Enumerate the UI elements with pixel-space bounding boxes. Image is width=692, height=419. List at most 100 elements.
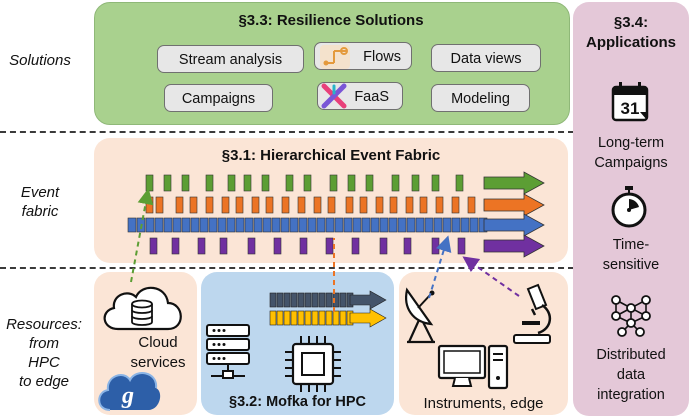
event-block (442, 217, 452, 233)
separator-bottom (0, 267, 574, 269)
satellite-dish-icon (405, 287, 435, 344)
chip-campaigns[interactable]: Campaigns (164, 84, 273, 112)
event-block (205, 196, 214, 214)
server-rack-icon (206, 324, 250, 379)
event-block (261, 174, 270, 192)
chip-data-views[interactable]: Data views (431, 44, 541, 72)
event-block (405, 196, 414, 214)
event-block (435, 196, 444, 214)
event-block (451, 196, 460, 214)
event-block (469, 217, 479, 233)
stream-arrow (483, 234, 545, 258)
event-block (145, 217, 155, 233)
row-label-resources: Resources: from HPC to edge (6, 316, 82, 390)
calendar-day: 31 (621, 99, 640, 118)
event-block (221, 196, 230, 214)
applications-title: §3.4: Applications (585, 14, 676, 51)
event-block (219, 237, 228, 255)
event-block (329, 174, 338, 192)
event-block (431, 174, 440, 192)
event-block (155, 196, 164, 214)
event-block (298, 217, 308, 233)
calendar-icon: 31 (611, 82, 649, 122)
mofka-event-block (339, 310, 347, 326)
event-block (199, 217, 209, 233)
chip-modeling[interactable]: Modeling (431, 84, 530, 112)
event-block (181, 217, 191, 233)
mofka-event-block (276, 310, 284, 326)
event-block (365, 174, 374, 192)
event-block (327, 196, 336, 214)
event-block (460, 217, 470, 233)
arrow-dish-to-fabric (428, 235, 452, 299)
mofka-event-block (269, 310, 277, 326)
event-block (197, 237, 206, 255)
event-block (163, 174, 172, 192)
mofka-title: §3.2: Mofka for HPC (229, 394, 366, 410)
event-block (171, 237, 180, 255)
cloud-services-label: Cloud services (130, 334, 186, 371)
event-block (345, 196, 354, 214)
row-label-event-fabric: Event fabric (20, 184, 60, 220)
event-block (217, 217, 227, 233)
mofka-event-block (311, 292, 319, 308)
row-label-solutions: Solutions (9, 52, 71, 69)
event-block (281, 196, 290, 214)
svg-text:g: g (121, 383, 134, 409)
event-block (370, 217, 380, 233)
event-block (397, 217, 407, 233)
event-block (289, 217, 299, 233)
event-fabric-title: §3.1: Hierarchical Event Fabric (221, 147, 441, 164)
microscope-icon (513, 283, 551, 344)
event-block (227, 174, 236, 192)
event-block (325, 217, 335, 233)
event-block (253, 217, 263, 233)
mofka-stream-arrow (349, 308, 387, 328)
event-block (391, 174, 400, 192)
event-block (273, 237, 282, 255)
event-block (451, 217, 461, 233)
event-block (235, 217, 245, 233)
event-block (299, 237, 308, 255)
separator-top (0, 131, 574, 133)
event-block (247, 237, 256, 255)
mofka-event-block (339, 292, 347, 308)
arrow-microscope-to-fabric (462, 256, 520, 297)
event-block (375, 196, 384, 214)
event-block (285, 174, 294, 192)
mofka-event-block (297, 310, 305, 326)
stream-arrow (483, 213, 545, 237)
event-block (389, 196, 398, 214)
event-block (406, 217, 416, 233)
event-block (351, 237, 360, 255)
event-block (424, 217, 434, 233)
event-block (149, 237, 158, 255)
mofka-stream-arrow (349, 290, 387, 310)
event-block (189, 196, 198, 214)
app-distributed-data-integration: Distributed data integration (596, 347, 666, 403)
mofka-event-block (290, 292, 298, 308)
event-block (303, 174, 312, 192)
mofka-event-block (304, 310, 312, 326)
mofka-event-block (318, 310, 326, 326)
mofka-event-block (290, 310, 298, 326)
event-block (163, 217, 173, 233)
event-block (361, 217, 371, 233)
mofka-event-block (332, 310, 340, 326)
chip-stream-analysis[interactable]: Stream analysis (157, 45, 304, 73)
event-block (467, 196, 476, 214)
event-block (313, 196, 322, 214)
event-block (208, 217, 218, 233)
event-block (334, 217, 344, 233)
event-block (352, 217, 362, 233)
event-block (244, 217, 254, 233)
event-block (415, 217, 425, 233)
mofka-event-block (283, 310, 291, 326)
event-block (235, 196, 244, 214)
event-block (379, 217, 389, 233)
mofka-event-block (269, 292, 277, 308)
mofka-event-block (297, 292, 305, 308)
event-block (359, 196, 368, 214)
